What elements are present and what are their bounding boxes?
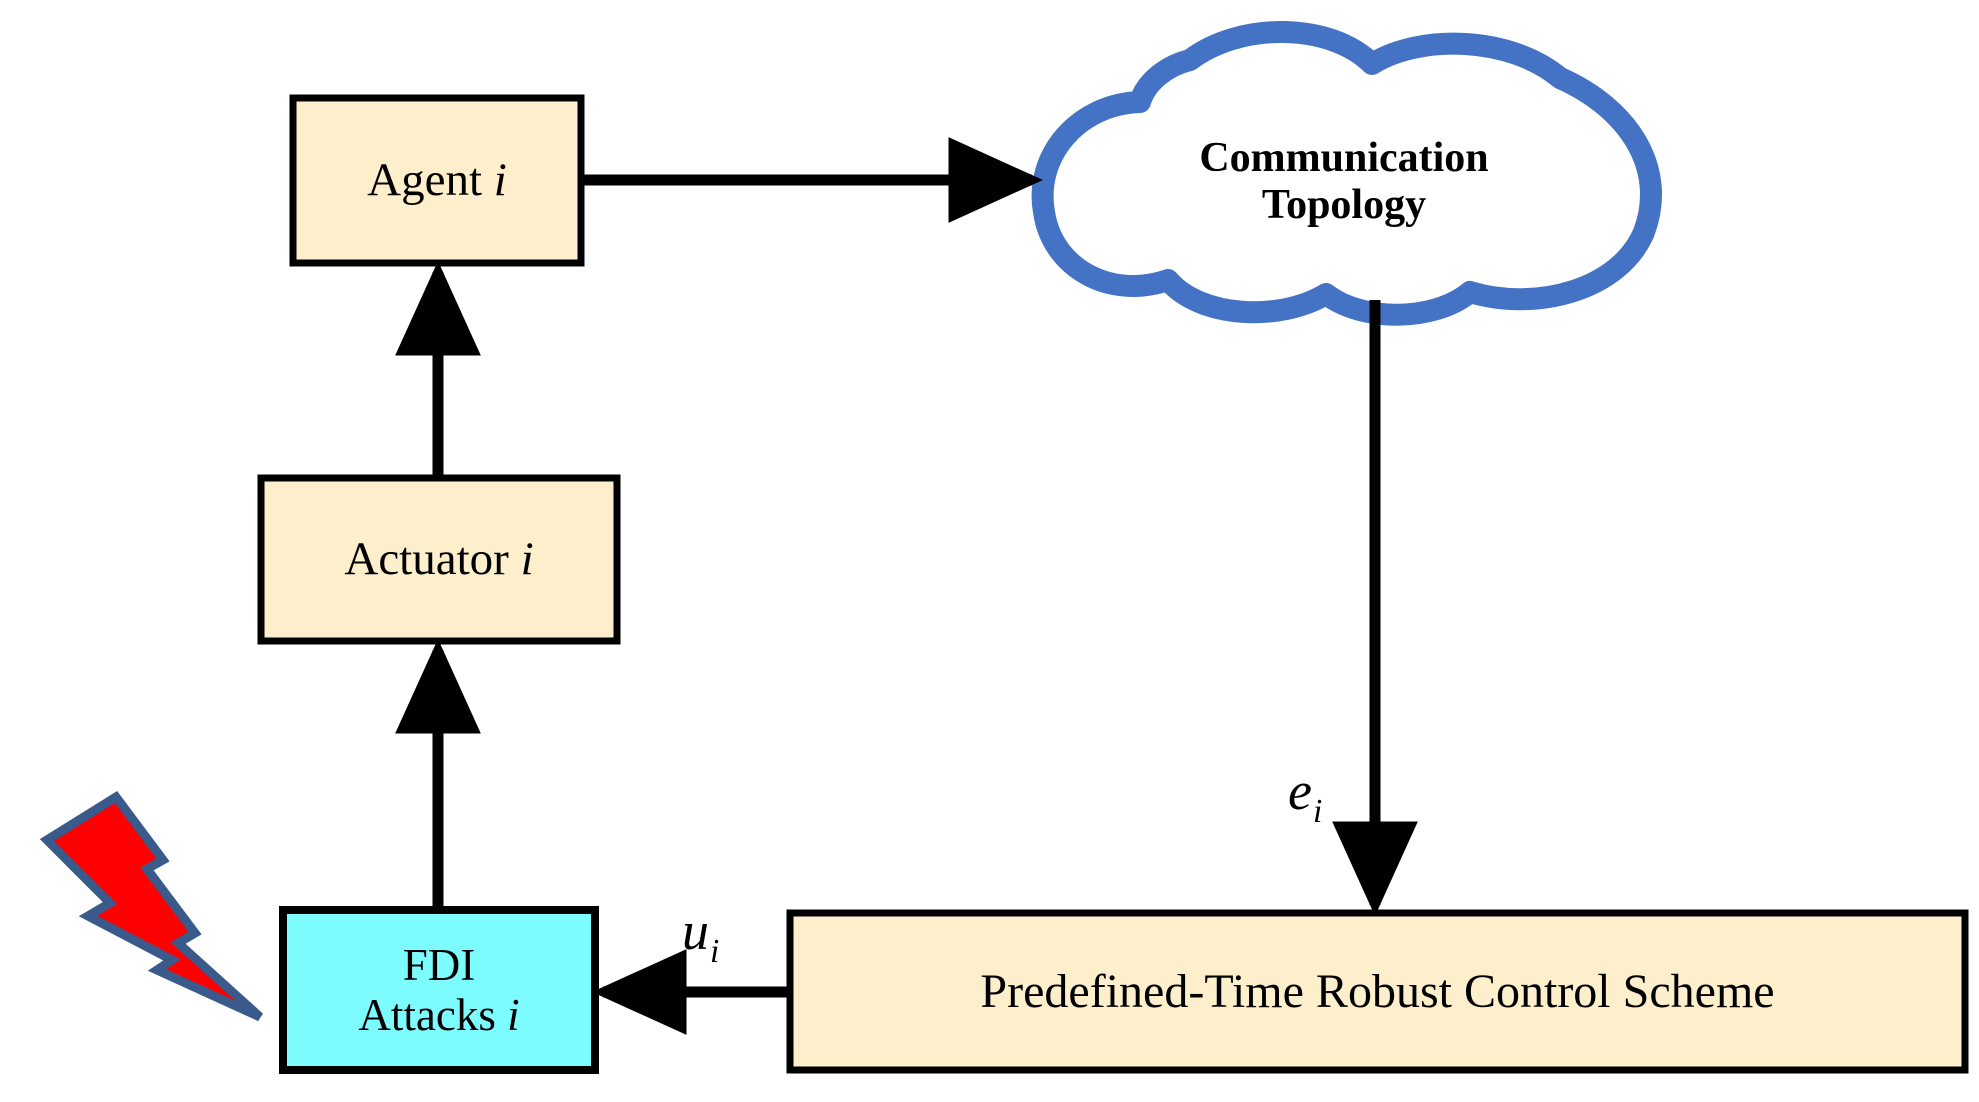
edge-label-e-subscript: i — [1312, 792, 1323, 830]
node-agent[interactable] — [289, 94, 585, 267]
edge-label-u-subscript: i — [710, 932, 720, 970]
control-scheme-box-rect — [786, 909, 1969, 1074]
node-fdi-attacks[interactable] — [279, 906, 599, 1074]
fdi-box-rect — [279, 906, 599, 1074]
node-control-scheme[interactable] — [786, 909, 1969, 1074]
edge-label-e-i: ei — [1288, 760, 1322, 831]
bolt-shape — [39, 790, 264, 1022]
node-communication-topology[interactable] — [1031, 21, 1662, 326]
edge-label-e-symbol: e — [1288, 761, 1312, 821]
edge-label-u-symbol: u — [682, 901, 709, 961]
edge-label-u-i: ui — [682, 900, 719, 971]
lightning-bolt-icon — [39, 790, 264, 1022]
actuator-box-rect — [257, 474, 621, 645]
node-actuator[interactable] — [257, 474, 621, 645]
cloud-shape — [1031, 21, 1662, 326]
agent-box-rect — [289, 94, 585, 267]
